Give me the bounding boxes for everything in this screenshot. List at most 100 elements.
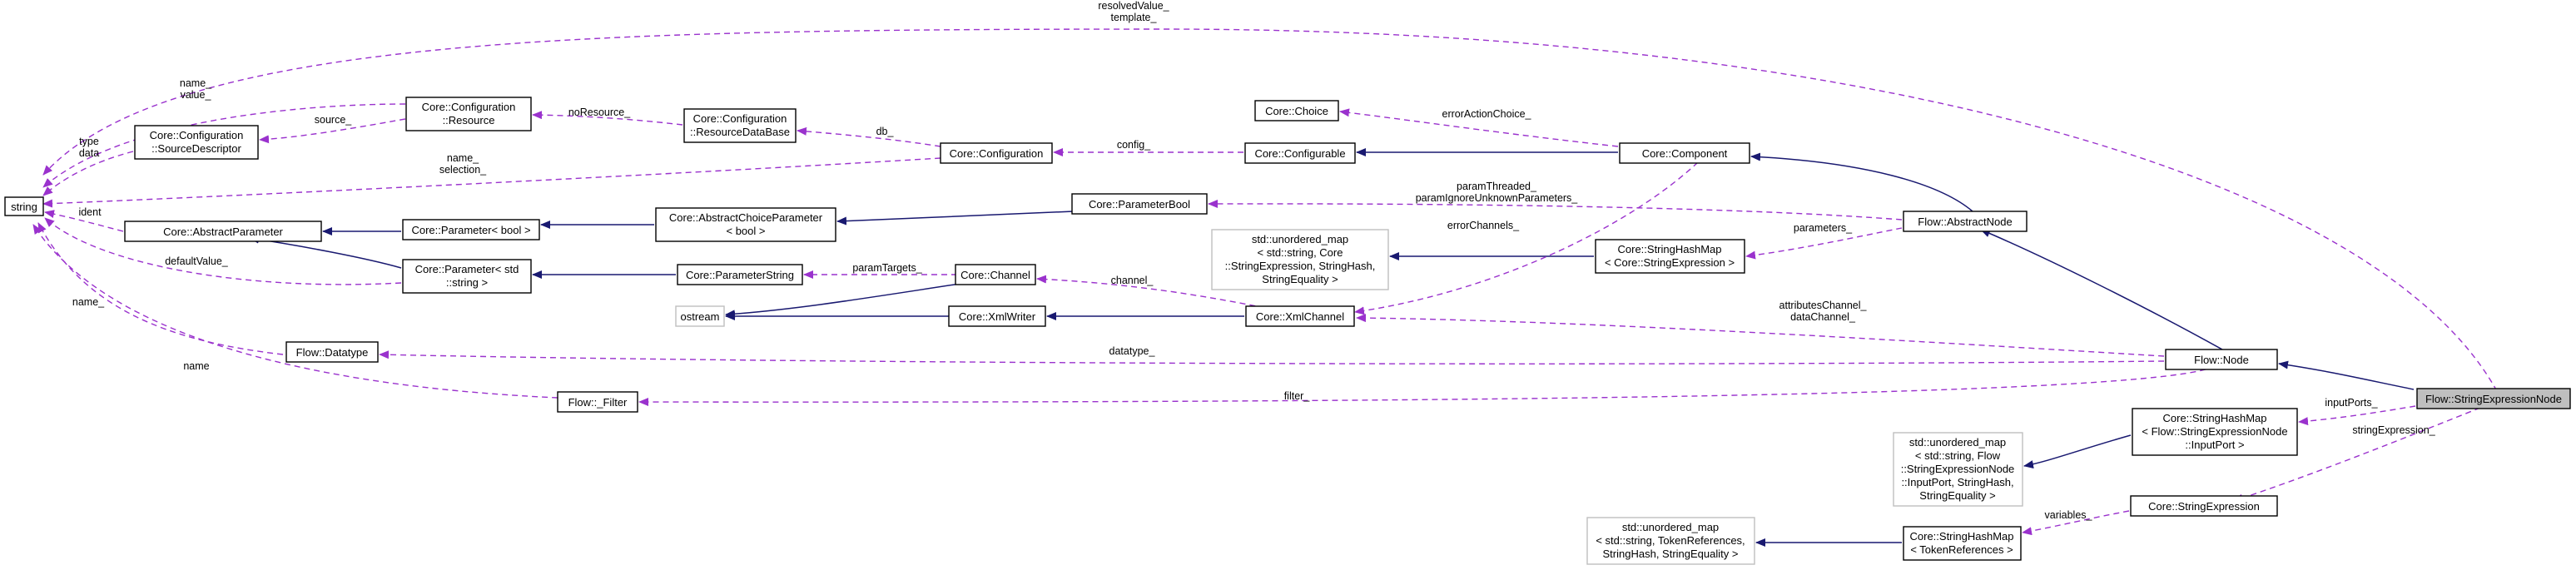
svg-text:Core::StringHashMap: Core::StringHashMap bbox=[1618, 243, 1722, 255]
node-unordered-map-token-references[interactable]: std::unordered_map < std::string, TokenR… bbox=[1586, 517, 1755, 565]
node-string-hash-map-token-references[interactable]: Core::StringHashMap < TokenReferences > bbox=[1903, 526, 2022, 561]
label-error-channels: errorChannels_ bbox=[1447, 220, 1520, 231]
node-configuration[interactable]: Core::Configuration bbox=[940, 142, 1053, 164]
svg-text:< Core::StringExpression >: < Core::StringExpression > bbox=[1605, 256, 1735, 269]
node-configuration-resource-database[interactable]: Core::Configuration ::ResourceDataBase bbox=[683, 108, 797, 143]
svg-text:< Flow::StringExpressionNode: < Flow::StringExpressionNode bbox=[2142, 425, 2287, 438]
edge-filter bbox=[638, 369, 2206, 407]
edge-name bbox=[32, 224, 558, 399]
label-param-targets: paramTargets_ bbox=[852, 262, 922, 274]
svg-text:::Resource: ::Resource bbox=[443, 114, 495, 126]
edge-string-hash-map-input-to-unordered-map bbox=[2023, 434, 2132, 468]
svg-text:::SourceDescriptor: ::SourceDescriptor bbox=[151, 142, 241, 155]
edge-abstract-node-to-component bbox=[1750, 152, 1973, 212]
edge-core-parameter-bool-to-abstract-choice bbox=[836, 211, 1075, 226]
edge-resolved-value bbox=[42, 28, 2498, 392]
node-parameter-std-string[interactable]: Core::Parameter< std ::string > bbox=[402, 259, 532, 294]
node-xml-channel[interactable]: Core::XmlChannel bbox=[1245, 305, 1355, 327]
label-value: value_ bbox=[181, 89, 212, 101]
label-source: source_ bbox=[315, 114, 353, 126]
node-choice[interactable]: Core::Choice bbox=[1254, 100, 1339, 121]
node-unordered-map-string-expression[interactable]: std::unordered_map < std::string, Core :… bbox=[1211, 229, 1389, 290]
svg-text:Flow::_Filter: Flow::_Filter bbox=[568, 396, 628, 409]
node-unordered-map-input-port[interactable]: std::unordered_map < std::string, Flow :… bbox=[1893, 432, 2023, 507]
svg-text:Flow::Node: Flow::Node bbox=[2194, 354, 2249, 366]
node-string-hash-map-string-expression[interactable]: Core::StringHashMap < Core::StringExpres… bbox=[1595, 239, 1745, 274]
node-abstract-node[interactable]: Flow::AbstractNode bbox=[1903, 211, 2028, 232]
svg-text:Core::Configuration: Core::Configuration bbox=[950, 147, 1044, 160]
edge-node-to-abstract-node bbox=[1980, 229, 2223, 350]
node-string-expression[interactable]: Core::StringExpression bbox=[2130, 495, 2278, 517]
label-name-selection-name: name_ bbox=[447, 152, 479, 164]
edge-source bbox=[259, 118, 406, 144]
inheritance-edges bbox=[249, 148, 2415, 547]
node-string-hash-map-input-port[interactable]: Core::StringHashMap < Flow::StringExpres… bbox=[2132, 408, 2298, 456]
edge-default-value bbox=[44, 217, 402, 285]
svg-text:Core::Channel: Core::Channel bbox=[960, 269, 1030, 281]
svg-text:Flow::StringExpressionNode: Flow::StringExpressionNode bbox=[2425, 393, 2562, 405]
edge-labels: resolvedValue_ template_ name_ value_ ty… bbox=[72, 0, 2436, 521]
node-core-parameter-bool[interactable]: Core::ParameterBool bbox=[1071, 193, 1208, 215]
label-no-resource: noResource_ bbox=[568, 107, 631, 118]
label-resolved-template: template_ bbox=[1111, 12, 1158, 23]
node-abstract-choice-parameter[interactable]: Core::AbstractChoiceParameter < bool > bbox=[655, 207, 836, 242]
edge-db bbox=[797, 126, 941, 147]
svg-text:< TokenReferences >: < TokenReferences > bbox=[1910, 543, 2013, 556]
node-configurable[interactable]: Core::Configurable bbox=[1244, 142, 1356, 164]
svg-text:Core::Configuration: Core::Configuration bbox=[150, 129, 244, 141]
label-error-action-choice: errorActionChoice_ bbox=[1442, 108, 1532, 120]
node-configuration-source-descriptor[interactable]: Core::Configuration ::SourceDescriptor bbox=[134, 125, 259, 160]
svg-text:Flow::AbstractNode: Flow::AbstractNode bbox=[1918, 216, 2012, 228]
svg-text:std::unordered_map: std::unordered_map bbox=[1909, 436, 2006, 449]
label-data-channel: dataChannel_ bbox=[1790, 311, 1856, 323]
node-abstract-parameter[interactable]: Core::AbstractParameter bbox=[124, 221, 322, 242]
label-param-ignore: paramIgnoreUnknownParameters_ bbox=[1416, 192, 1579, 204]
node-parameter-bool[interactable]: Core::Parameter< bool > bbox=[402, 219, 540, 240]
label-channel: channel_ bbox=[1111, 275, 1154, 286]
svg-text:Core::XmlWriter: Core::XmlWriter bbox=[959, 310, 1036, 323]
edge-error-action-choice bbox=[1339, 108, 1619, 147]
label-config: config_ bbox=[1117, 139, 1151, 151]
node-component[interactable]: Core::Component bbox=[1619, 142, 1750, 164]
label-resolved-value: resolvedValue_ bbox=[1098, 0, 1169, 12]
node-configuration-resource[interactable]: Core::Configuration ::Resource bbox=[405, 97, 532, 131]
edge-no-resource bbox=[532, 111, 683, 126]
node-channel[interactable]: Core::Channel bbox=[955, 264, 1036, 285]
svg-text:ostream: ostream bbox=[681, 310, 720, 323]
svg-text:StringEquality >: StringEquality > bbox=[1919, 489, 1995, 502]
svg-text:::InputPort, StringHash,: ::InputPort, StringHash, bbox=[1901, 476, 2013, 488]
svg-text:Core::Configuration: Core::Configuration bbox=[422, 101, 516, 113]
node-xml-writer[interactable]: Core::XmlWriter bbox=[948, 305, 1046, 327]
label-datatype: datatype_ bbox=[1109, 345, 1156, 357]
label-default-value: defaultValue_ bbox=[165, 255, 229, 267]
label-name-under: name_ bbox=[72, 296, 105, 308]
node-filter[interactable]: Flow::_Filter bbox=[557, 391, 638, 413]
svg-text:::ResourceDataBase: ::ResourceDataBase bbox=[690, 126, 790, 138]
label-db: db_ bbox=[876, 126, 895, 137]
node-node[interactable]: Flow::Node bbox=[2165, 349, 2278, 370]
svg-text:Core::Parameter< bool >: Core::Parameter< bool > bbox=[411, 224, 530, 236]
svg-text:Core::StringHashMap: Core::StringHashMap bbox=[1910, 530, 2014, 543]
edge-name-selection bbox=[42, 157, 941, 208]
edge-name-value bbox=[42, 103, 406, 188]
svg-text:std::unordered_map: std::unordered_map bbox=[1622, 521, 1719, 533]
edge-name-under bbox=[37, 222, 284, 355]
svg-text:Core::AbstractParameter: Core::AbstractParameter bbox=[163, 226, 283, 238]
svg-text:std::unordered_map: std::unordered_map bbox=[1252, 233, 1348, 245]
label-param-threaded: paramThreaded_ bbox=[1457, 181, 1537, 192]
node-string[interactable]: string bbox=[4, 196, 44, 216]
node-datatype[interactable]: Flow::Datatype bbox=[285, 341, 379, 363]
node-parameter-string[interactable]: Core::ParameterString bbox=[677, 264, 803, 285]
svg-text:Core::ParameterString: Core::ParameterString bbox=[686, 269, 794, 281]
edge-channel-to-ostream bbox=[725, 282, 966, 319]
node-ostream[interactable]: ostream bbox=[675, 305, 725, 327]
edge-datatype bbox=[379, 350, 2165, 364]
svg-text:StringEquality >: StringEquality > bbox=[1262, 273, 1338, 285]
usage-edges bbox=[32, 28, 2498, 536]
svg-text:Core::Configuration: Core::Configuration bbox=[693, 112, 787, 125]
svg-text:Core::StringExpression: Core::StringExpression bbox=[2148, 500, 2260, 513]
svg-text:< std::string, TokenReferences: < std::string, TokenReferences, bbox=[1596, 534, 1745, 547]
edge-parameter-std-string-to-abstract-parameter bbox=[249, 235, 402, 269]
svg-text:::string >: ::string > bbox=[446, 276, 488, 289]
node-string-expression-node[interactable]: Flow::StringExpressionNode bbox=[2416, 388, 2571, 409]
